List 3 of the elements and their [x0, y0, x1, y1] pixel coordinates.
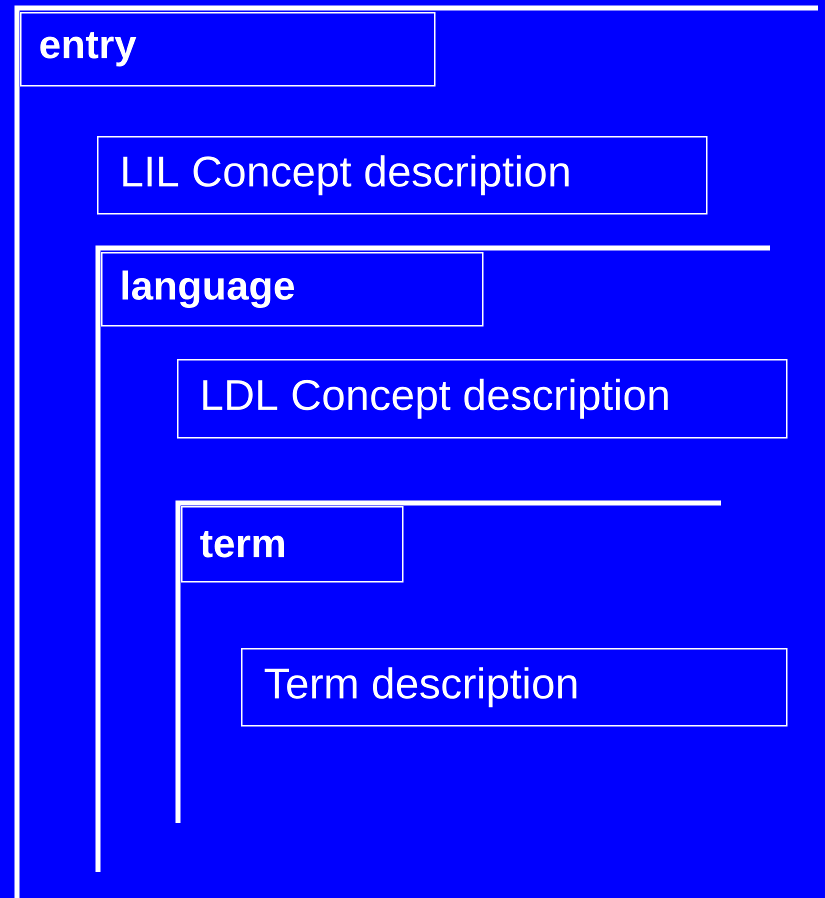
description-box: LDL Concept description: [177, 359, 788, 438]
description-box: LIL Concept description: [97, 136, 708, 214]
description-box: Term description: [241, 648, 788, 726]
